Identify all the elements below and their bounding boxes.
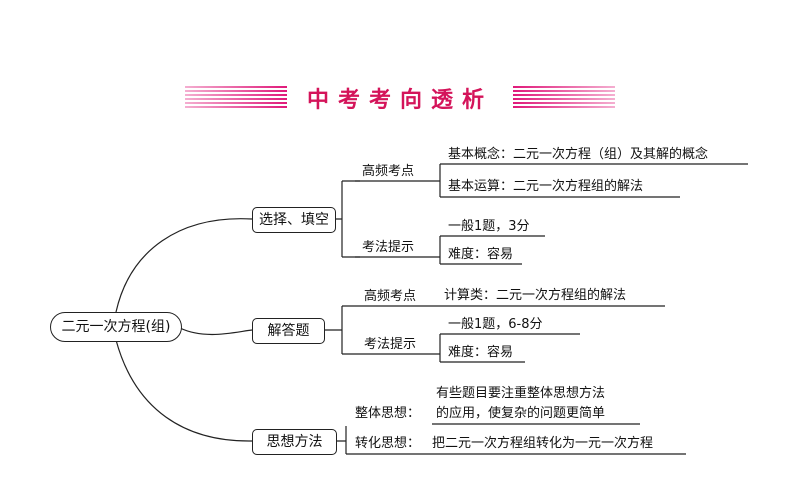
leaf-b3g1-0: 有些题目要注重整体思想方法 <box>436 386 606 401</box>
leaf-b3g1-1: 的应用，使复杂的问题更简单 <box>436 406 606 421</box>
branch-answer: 解答题 <box>252 318 325 344</box>
root-node: 二元一次方程(组) <box>50 312 182 342</box>
leaf-b3g2-0: 把二元一次方程组转化为一元一次方程 <box>432 436 654 451</box>
bracket-choice <box>335 180 360 258</box>
group-label-b1g2: 考法提示 <box>362 240 415 255</box>
page-title: 中考考向透析 <box>306 88 493 113</box>
leaf-b1g2-0: 一般1题，3分 <box>448 219 530 234</box>
leaf-b1g1-0: 基本概念：二元一次方程（组）及其解的概念 <box>448 147 709 162</box>
group-label-b2g2: 考法提示 <box>364 337 417 352</box>
group-label-b1g1: 高频考点 <box>362 164 415 179</box>
leaf-b2g1-0: 计算类：二元一次方程组的解法 <box>444 288 627 303</box>
curve-root-to-answer <box>179 327 253 336</box>
bracket-method <box>336 426 347 454</box>
leaf-b2g2-0: 一般1题，6-8分 <box>448 317 543 332</box>
group-label-b2g1: 高频考点 <box>364 289 417 304</box>
bracket-b1g1 <box>439 163 748 198</box>
group-label-b3g1: 整体思想： <box>355 406 421 421</box>
header-stripes-left <box>185 86 287 108</box>
bracket-answer <box>324 305 440 355</box>
header-stripes-right <box>513 86 615 108</box>
group-label-b3g2: 转化思想： <box>355 436 421 451</box>
bracket-b1g2 <box>439 235 545 265</box>
curve-root-to-method <box>115 339 253 442</box>
leaf-b2g2-1: 难度：容易 <box>448 345 514 360</box>
branch-choice-fill: 选择、填空 <box>252 207 336 233</box>
curve-root-to-choice <box>115 218 253 313</box>
leaf-b1g2-1: 难度：容易 <box>448 247 514 262</box>
bracket-b2g2 <box>439 333 580 363</box>
branch-method: 思想方法 <box>252 429 337 455</box>
leaf-b1g1-1: 基本运算：二元一次方程组的解法 <box>448 179 644 194</box>
section-header: 中考考向透析 <box>185 80 615 114</box>
